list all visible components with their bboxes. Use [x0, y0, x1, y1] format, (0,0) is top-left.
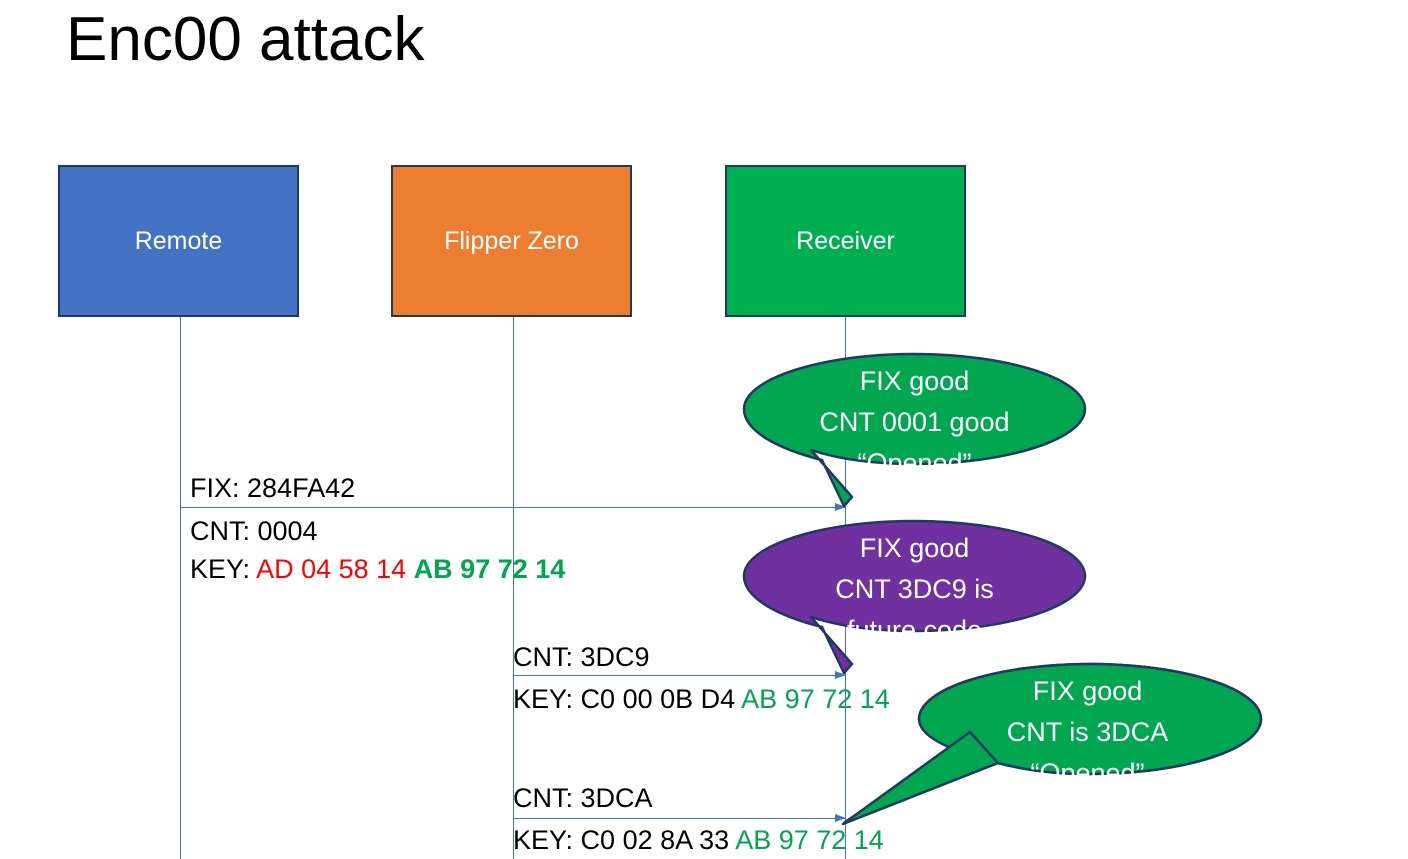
message-arrow-flipper-to-receiver-1 — [513, 670, 846, 679]
message-3-cnt-prefix: CNT: — [513, 783, 581, 813]
message-1-fix-value: 284FA42 — [247, 473, 356, 503]
message-3-key-prefix: KEY: — [513, 825, 581, 855]
speech-bubble-receiver-response-2[interactable]: FIX good CNT 3DC9 is future code — [742, 519, 1087, 675]
actor-box-remote[interactable]: Remote — [58, 165, 299, 317]
message-3-cnt-line: CNT: 3DCA — [513, 779, 653, 817]
message-1-key-line: KEY: AD 04 58 14 AB 97 72 14 — [190, 550, 565, 588]
speech-bubble-2-shape — [742, 519, 1087, 675]
message-1-key-green-bytes: AB 97 72 14 — [413, 554, 566, 584]
message-3-cnt-value: 3DCA — [580, 783, 653, 813]
message-3-key-black-bytes: C0 02 8A 33 — [580, 825, 730, 855]
message-2-key-black-bytes: C0 00 0B D4 — [580, 684, 736, 714]
message-2-cnt-value: 3DC9 — [580, 642, 650, 672]
actor-box-receiver[interactable]: Receiver — [725, 165, 966, 317]
actor-label-receiver: Receiver — [796, 226, 895, 255]
message-2-key-line: KEY: C0 00 0B D4 AB 97 72 14 — [513, 680, 890, 718]
speech-bubble-receiver-response-3[interactable]: FIX good CNT is 3DCA “Opened” — [841, 662, 1263, 826]
lifeline-flipper-zero — [513, 317, 514, 859]
message-1-cnt-prefix: CNT: — [190, 516, 258, 546]
message-1-cnt-line: CNT: 0004 — [190, 512, 318, 550]
message-1-key-gap — [406, 554, 414, 584]
lifeline-remote — [180, 317, 181, 859]
actor-box-flipper-zero[interactable]: Flipper Zero — [391, 165, 632, 317]
message-1-key-prefix: KEY: — [190, 554, 257, 584]
message-3-key-line: KEY: C0 02 8A 33 AB 97 72 14 — [513, 821, 884, 859]
speech-bubble-receiver-response-1[interactable]: FIX good CNT 0001 good “Opened” — [742, 352, 1087, 508]
message-1-fix-line: FIX: 284FA42 — [190, 469, 355, 507]
message-1-key-red-bytes: AD 04 58 14 — [256, 554, 407, 584]
message-arrow-flipper-to-receiver-2 — [513, 813, 846, 822]
actor-label-remote: Remote — [134, 226, 223, 255]
message-3-key-green-bytes: AB 97 72 14 — [735, 825, 884, 855]
actor-label-flipper-zero: Flipper Zero — [444, 226, 579, 255]
message-1-cnt-value: 0004 — [257, 516, 318, 546]
message-2-key-prefix: KEY: — [513, 684, 581, 714]
message-2-cnt-prefix: CNT: — [513, 642, 581, 672]
message-2-key-green-bytes: AB 97 72 14 — [741, 684, 890, 714]
page-title: Enc00 attack — [66, 5, 425, 74]
speech-bubble-1-shape — [742, 352, 1087, 508]
message-arrow-remote-to-receiver — [180, 502, 846, 511]
message-2-cnt-line: CNT: 3DC9 — [513, 638, 650, 676]
message-1-fix-prefix: FIX: — [190, 473, 248, 503]
speech-bubble-3-shape — [841, 662, 1263, 826]
